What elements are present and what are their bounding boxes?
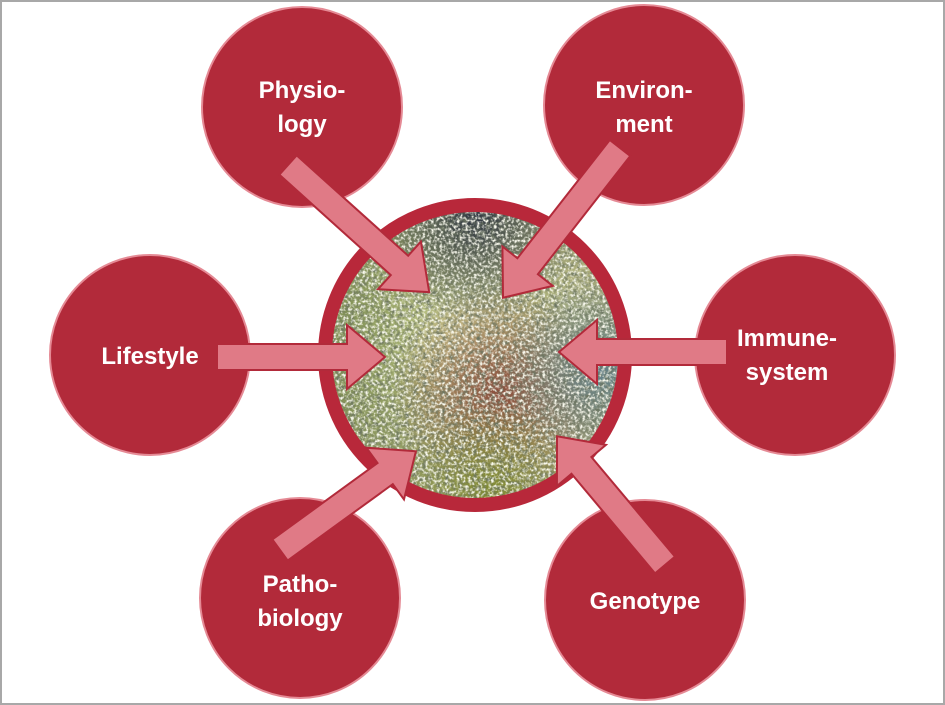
node-label: system	[746, 359, 829, 386]
node-label: Lifestyle	[101, 343, 198, 370]
arrow-pathobiology-to-center	[270, 446, 418, 562]
node-pathobiology: Patho- biology	[199, 497, 401, 699]
arrow-environment-to-center	[501, 138, 632, 299]
arrow-physiology-to-center	[277, 153, 431, 294]
node-label: ment	[615, 111, 672, 138]
arrow-genotype-to-center	[555, 435, 677, 575]
node-immune-system: Immune- system	[694, 254, 896, 456]
node-label: Genotype	[590, 588, 701, 615]
node-label: Immune-	[737, 325, 837, 352]
arrow-lifestyle-to-center	[216, 322, 387, 392]
node-label: logy	[277, 111, 327, 138]
node-label: Patho-	[263, 571, 338, 598]
node-physiology: Physio- logy	[201, 6, 403, 208]
node-genotype: Genotype	[544, 499, 746, 701]
node-label: biology	[257, 605, 343, 632]
node-label: Environ-	[595, 77, 692, 104]
node-environment: Environ- ment	[543, 4, 745, 206]
arrow-immune-system-to-center	[557, 317, 728, 387]
node-label: Physio-	[259, 77, 346, 104]
